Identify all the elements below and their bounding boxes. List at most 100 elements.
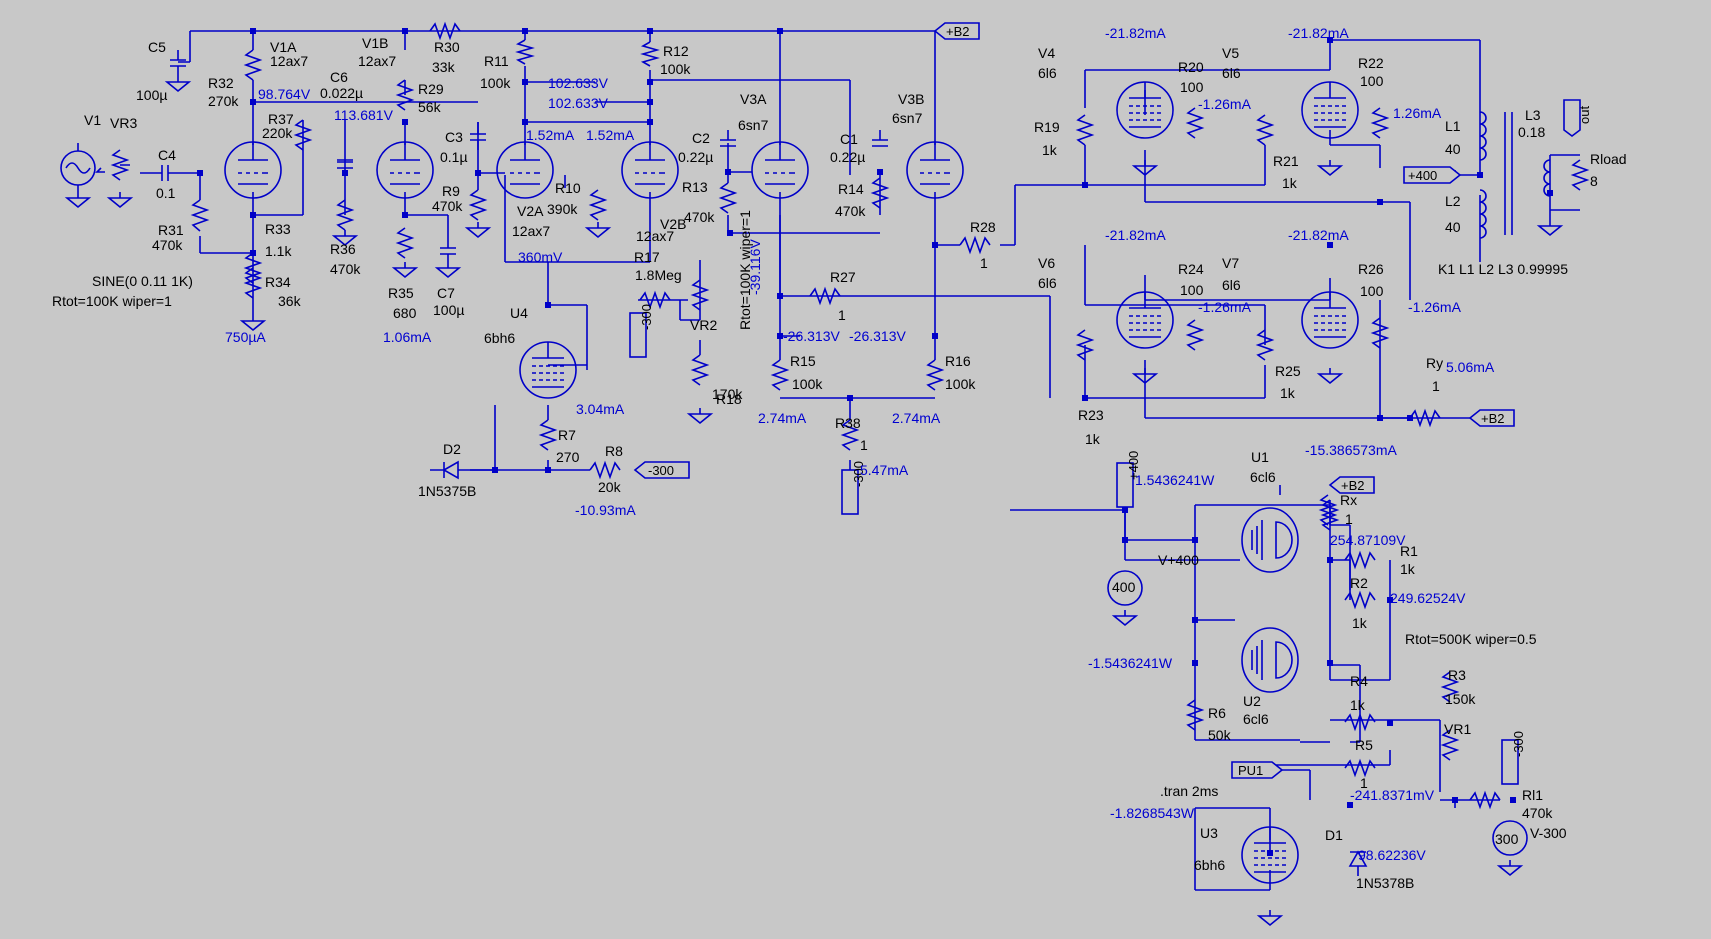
resistors-27-ref-label: R22 xyxy=(1358,55,1384,71)
sources-vr3_param-label: Rtot=100K wiper=1 xyxy=(52,293,172,309)
schematic-shape-82 xyxy=(1387,597,1393,603)
resistors-7-ref-label: R36 xyxy=(330,241,356,257)
tube-u2-symbol xyxy=(1241,627,1299,693)
tubes-10-model-label: 6bh6 xyxy=(484,330,515,346)
resistors-15-ref-label: R17 xyxy=(634,249,660,265)
inductors-1-value-label: 40 xyxy=(1445,219,1461,235)
readings-ma126c-label: -1.26mA xyxy=(1198,299,1252,315)
resistors-2-ref-label: R31 xyxy=(158,222,184,238)
schematic-shape-56 xyxy=(725,169,731,175)
schematic-shape-9 xyxy=(524,31,936,145)
schematic-shape-181 xyxy=(1479,111,1487,161)
resistors-25-ref-label: R20 xyxy=(1178,59,1204,75)
schematic-shape-168 xyxy=(688,407,712,424)
schematic-shape-26 xyxy=(1084,39,1481,112)
schematic-shape-15 xyxy=(524,79,851,175)
resistors-34-ref-label: R1 xyxy=(1400,543,1418,559)
resistors-27-value-label: 100 xyxy=(1360,73,1384,89)
tube-v7-symbol xyxy=(1301,291,1359,349)
tubes-12-model-label: 6cl6 xyxy=(1243,711,1269,727)
schematic-shape-24 xyxy=(470,405,590,471)
schematic-shape-132 xyxy=(1255,114,1275,146)
schematic-shape-71 xyxy=(1377,199,1383,205)
schematic-shape-34 xyxy=(1125,504,1351,620)
resistors-24-value-label: 1k xyxy=(1042,142,1058,158)
capacitor-symbols xyxy=(140,50,888,278)
net-flag-out xyxy=(1563,99,1581,137)
resistors-11-ref-label: R9 xyxy=(442,183,460,199)
schematic-shape-10 xyxy=(178,31,191,63)
resistors-9-ref-label: R11 xyxy=(484,53,509,69)
tubes-4-model-label: 6sn7 xyxy=(738,117,769,133)
tube-v2a-symbol xyxy=(496,141,554,199)
schematic-shape-30 xyxy=(1084,245,1470,419)
schematic-shape-147 xyxy=(1469,790,1501,810)
resistors-26-ref-label: R21 xyxy=(1273,153,1299,169)
resistors-37-value-label: 1k xyxy=(1350,697,1366,713)
schematic-shape-74 xyxy=(1082,395,1088,401)
tubes-13-ref-label: U3 xyxy=(1200,825,1218,841)
inductors-1-ref-label: L2 xyxy=(1445,193,1461,209)
schematic-shape-180 xyxy=(1492,820,1528,856)
tubes-5-model-label: 6sn7 xyxy=(892,110,923,126)
readings-ma106-label: 1.06mA xyxy=(383,329,432,345)
schematic-shape-167 xyxy=(586,221,610,238)
schematic-shape-186 xyxy=(1348,850,1368,876)
resistors-40-ref-label: Rl1 xyxy=(1522,787,1543,803)
schematic-shape-65 xyxy=(777,333,783,339)
net-flag-400-vsrc xyxy=(1116,462,1134,508)
schematic-shape-61 xyxy=(727,230,733,236)
inductors-2-ref-label: L3 xyxy=(1525,107,1541,123)
schematic-shape-139 xyxy=(1320,499,1340,531)
tube-v3a-symbol xyxy=(751,141,809,199)
readings-mv360-label: 360mV xyxy=(518,249,563,265)
schematic-shape-18 xyxy=(504,175,651,263)
resistors-23-value-label: 20k xyxy=(598,479,622,495)
sources-symbols xyxy=(60,143,1528,856)
resistors-19-value-label: 100k xyxy=(792,376,823,392)
schematic-shape-54 xyxy=(342,170,348,176)
resistors-12-ref-label: R10 xyxy=(555,180,581,196)
resistors-1-value-label: 220k xyxy=(262,125,293,141)
tube-v5-symbol xyxy=(1301,81,1359,139)
schematic-shape-107 xyxy=(190,199,210,232)
resistors-25-value-label: 100 xyxy=(1180,79,1204,95)
readings-ma2182c-label: -21.82mA xyxy=(1105,227,1166,243)
schematic-shape-59 xyxy=(402,212,408,218)
schematic-shape-79 xyxy=(1122,537,1128,543)
schematic-shape-166 xyxy=(466,221,490,238)
readings-v102633a-label: 102.633V xyxy=(548,75,609,91)
schematic-shape-11 xyxy=(199,101,478,315)
resistors-34-value-label: 1k xyxy=(1400,561,1416,577)
capacitors-5-value-label: 0.22µ xyxy=(678,149,713,165)
schematic-shape-35 xyxy=(1124,510,1331,740)
tubes-11-model-label: 6cl6 xyxy=(1250,469,1276,485)
capacitors-2-value-label: 0.022µ xyxy=(320,85,363,101)
schematic-shape-85 xyxy=(1327,660,1333,666)
schematic-shape-28 xyxy=(1085,130,1381,186)
schematic-shape-152 xyxy=(170,50,186,76)
schematic-shape-66 xyxy=(932,333,938,339)
resistors-6-ref-label: R29 xyxy=(418,81,444,97)
resistors-2-value-label: 470k xyxy=(152,237,183,253)
schematic-shape-141 xyxy=(1344,590,1376,610)
schematic-shape-88 xyxy=(1510,797,1516,803)
schematic-shape-89 xyxy=(1347,802,1353,808)
sources-vr2_param-label: Rtot=100K wiper=1 xyxy=(737,210,753,330)
sources-tran-label: .tran 2ms xyxy=(1160,783,1218,799)
tubes-6-model-label: 6l6 xyxy=(1038,65,1057,81)
net-flag-m300-r8 xyxy=(633,461,690,479)
schematic-shape-48 xyxy=(522,79,528,85)
schematic-shape-145 xyxy=(1185,699,1205,731)
pots-1-label: VR2 xyxy=(690,317,717,333)
resistors-3-ref-label: R33 xyxy=(265,221,291,237)
schematic-shape-115 xyxy=(515,39,535,65)
resistors-28-ref-label: R23 xyxy=(1078,407,1104,423)
schematic-shape-176 xyxy=(1258,909,1282,926)
readings-ma15386-label: -15.386573mA xyxy=(1305,442,1398,458)
schematic-shape-50 xyxy=(647,99,653,105)
schematic-shape-83 xyxy=(1192,617,1198,623)
schematic-shape-87 xyxy=(1452,797,1458,803)
schematic-shape-67 xyxy=(847,395,853,401)
tube-v1b-symbol xyxy=(376,141,434,199)
